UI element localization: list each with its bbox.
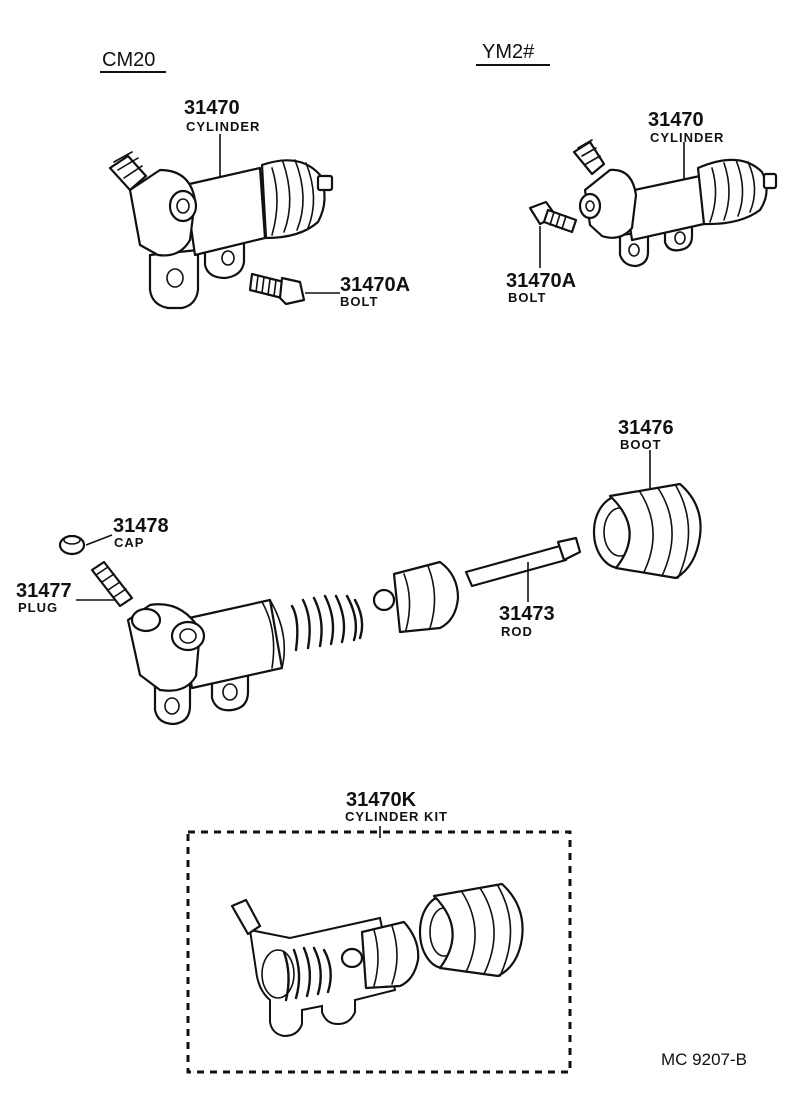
- kit-spring: [282, 946, 332, 1002]
- cap-part: [58, 534, 86, 556]
- bolt-head: [278, 276, 306, 306]
- spring-coils: [290, 594, 364, 652]
- port-hole-inner: [176, 198, 190, 214]
- mount-hole: [166, 268, 184, 288]
- kit-dashed-box: [186, 830, 572, 1074]
- kit-cylinder-outline: [248, 916, 397, 1038]
- plug-threads: [95, 566, 127, 598]
- callout-boot-name: BOOT: [620, 437, 662, 452]
- port-hole-2: [170, 620, 206, 652]
- callout-cyl-right-name: CYLINDER: [650, 130, 724, 145]
- cylinder-body: [183, 166, 267, 257]
- bleeder: [108, 154, 148, 192]
- mount-hole-2: [222, 683, 238, 701]
- mount-ear: [148, 248, 200, 310]
- callout-plug-number: 31477: [16, 580, 72, 602]
- kit-boot-body: [432, 882, 524, 978]
- cap-top: [63, 535, 81, 545]
- callout-rod-name: ROD: [501, 624, 533, 639]
- callout-cap-number: 31478: [113, 515, 169, 537]
- boot-ribs: [639, 485, 690, 579]
- boot-part: [592, 482, 702, 580]
- boot-body: [608, 482, 702, 580]
- mount-hole: [164, 697, 180, 715]
- callout-bolt-right-name: BOLT: [508, 290, 546, 305]
- callout-plug-name: PLUG: [18, 600, 58, 615]
- callout-bolt-right-number: 31470A: [506, 270, 576, 292]
- port-hole: [578, 192, 602, 220]
- callout-bolt-left-number: 31470A: [340, 274, 410, 296]
- boot-ribs: [709, 159, 756, 223]
- cylinder-exploded: [126, 598, 286, 726]
- callout-cyl-left-name: CYLINDER: [186, 119, 260, 134]
- kit-piston-grooves: [373, 925, 398, 987]
- kit-piston-nose: [340, 947, 364, 969]
- port-hole-1: [130, 607, 162, 633]
- callout-cap-name: CAP: [114, 535, 144, 550]
- cylinder-cm20: [108, 151, 334, 310]
- bolt-shank: [248, 272, 286, 300]
- mount-ear: [618, 230, 650, 268]
- mount-ear-2: [210, 672, 250, 712]
- bolt-cm20: [248, 272, 306, 306]
- port-hole: [168, 189, 198, 223]
- mount-hole: [628, 243, 640, 257]
- push-rod-end: [316, 174, 334, 192]
- header-cm20: CM20: [100, 49, 166, 73]
- boot-ribs: [271, 159, 315, 236]
- rod-tip: [556, 536, 582, 562]
- piston-body: [392, 560, 460, 634]
- header-right-text: YM2#: [482, 41, 535, 63]
- callout-cyl-right-number: 31470: [648, 109, 704, 131]
- boot-right: [696, 158, 768, 226]
- rod-part: [464, 536, 582, 588]
- kit-boot-ribs: [461, 885, 512, 977]
- callout-rod-number: 31473: [499, 603, 555, 625]
- callout-bolt-left-name: BOLT: [340, 294, 378, 309]
- cylinder-port: [583, 168, 638, 239]
- kit-piston: [360, 920, 420, 990]
- kit-contents: [230, 882, 524, 1038]
- rod-shaft: [464, 544, 568, 588]
- piston-grooves: [403, 565, 436, 631]
- piston-nose: [372, 588, 396, 612]
- plug-body: [90, 560, 134, 608]
- cylinder-ym2: [572, 139, 778, 268]
- spring-part: [290, 594, 364, 652]
- mount-hole-2: [221, 250, 235, 266]
- mount-hole-2: [674, 231, 686, 245]
- cylinder-rim: [261, 599, 286, 669]
- bolt-shank: [542, 208, 578, 234]
- kit-bleeder: [230, 898, 262, 936]
- plug-part: [90, 560, 134, 608]
- push-rod-end: [762, 172, 778, 190]
- kit-port-outline: [261, 949, 295, 999]
- port-hole-2-inner: [179, 628, 197, 644]
- boot-left: [260, 159, 326, 240]
- header-left-text: CM20: [102, 49, 155, 71]
- bleeder: [572, 140, 606, 176]
- piston-part: [372, 560, 460, 634]
- leader-cap: [85, 534, 113, 546]
- bolt-ym2: [528, 200, 578, 234]
- callout-boot-number: 31476: [618, 417, 674, 439]
- callout-cyl-left-number: 31470: [184, 97, 240, 119]
- bolt-threads: [255, 275, 277, 297]
- footer-code: MC 9207-B: [661, 1050, 747, 1069]
- callout-kit-number: 31470K: [346, 789, 417, 811]
- bolt-threads: [549, 211, 567, 230]
- bleeder-threads: [113, 151, 143, 179]
- bleeder-threads: [577, 139, 601, 165]
- port-hole-inner: [585, 200, 595, 212]
- callout-kit-name: CYLINDER KIT: [345, 809, 448, 824]
- header-ym2: YM2#: [476, 41, 550, 66]
